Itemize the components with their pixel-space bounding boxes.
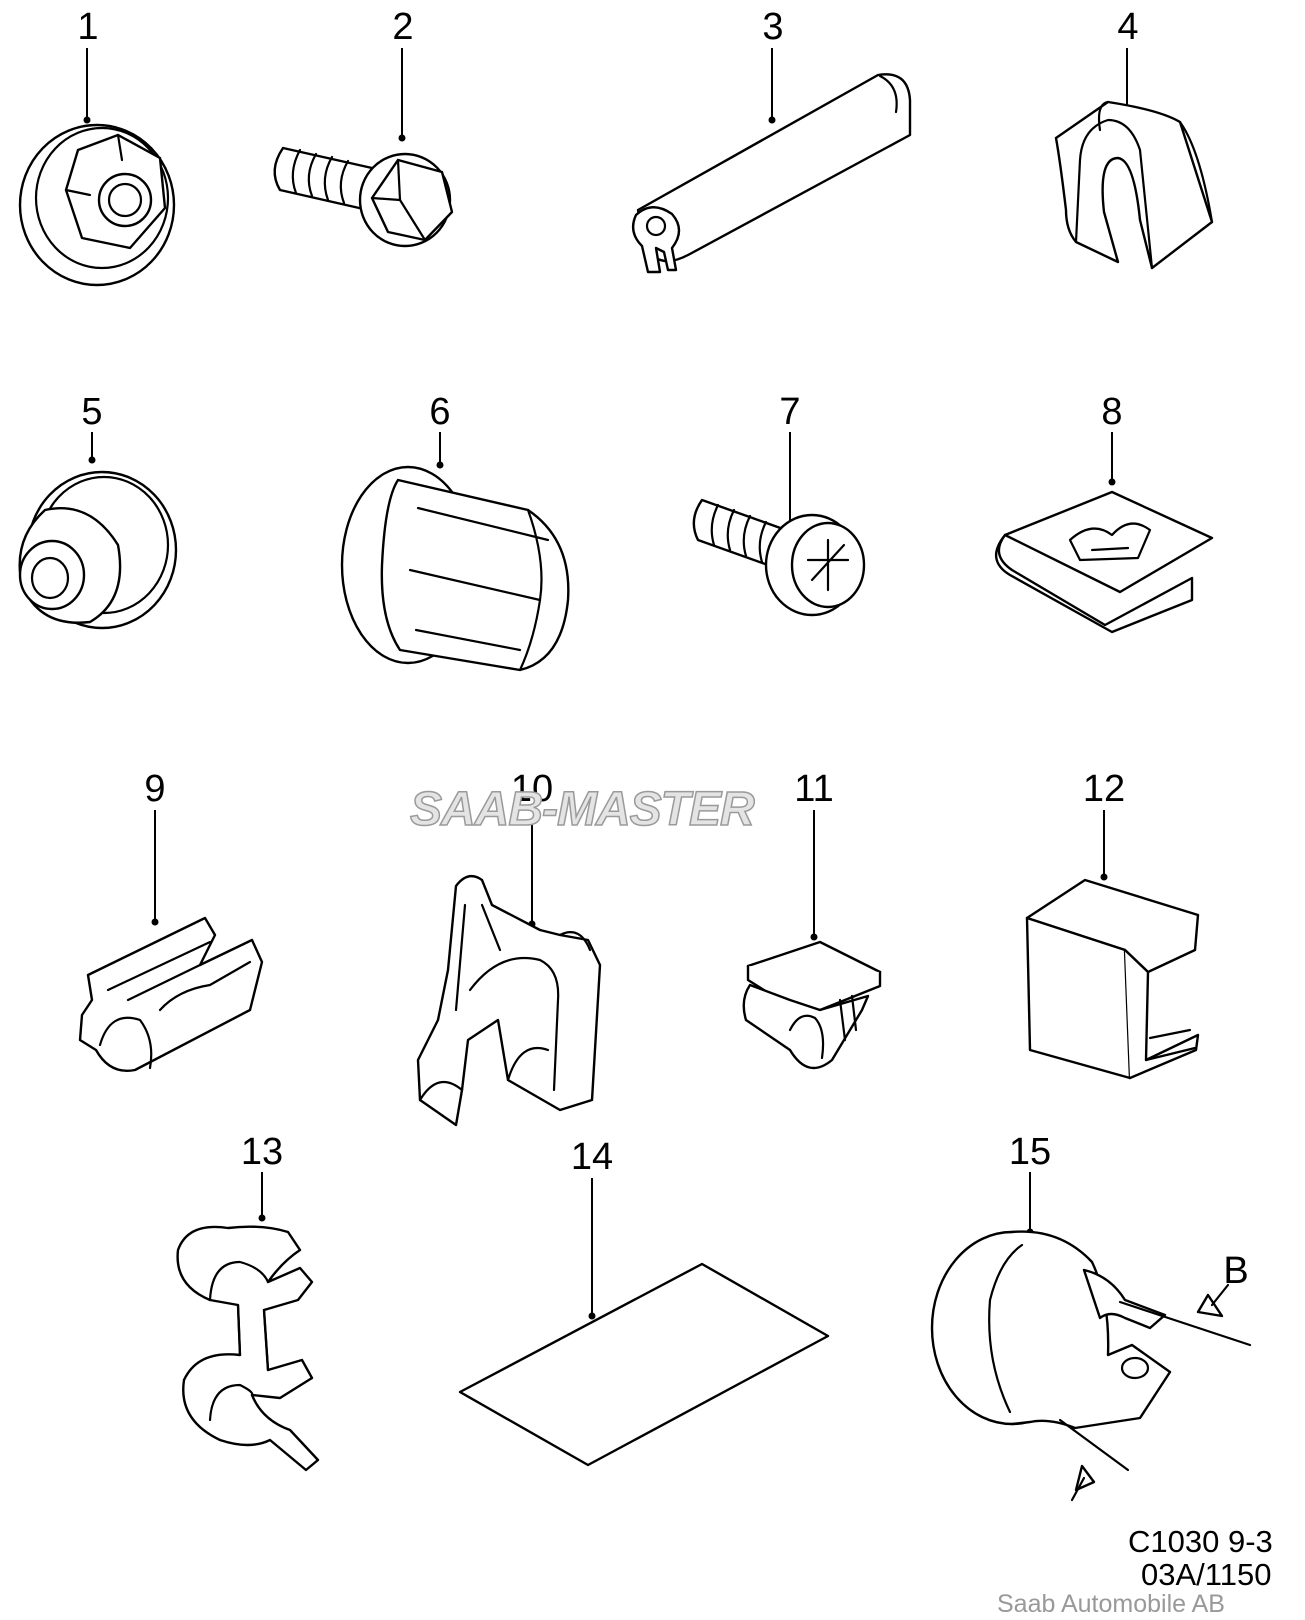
part-12-u-bracket [1025,810,1200,1080]
callout-13: 13 [240,1131,284,1173]
callout-5: 5 [81,391,103,433]
part-15-hose-clamp [930,1172,1252,1502]
callout-14: 14 [570,1136,614,1178]
part-6-hex-cap [340,432,570,672]
part-3-edge-trim [631,48,912,274]
part-10-double-clip [416,822,602,1127]
part-11-retaining-clip [742,810,882,1070]
part-5-cap-nut [18,432,178,630]
part-8-speed-nut [995,432,1214,634]
reference-code: C1030 9-3 [1128,1524,1273,1559]
callout-15: 15 [1008,1131,1052,1173]
copyright: Saab Automobile AB [997,1590,1225,1618]
callout-10: 10 [510,768,554,810]
part-2-hex-bolt [273,48,454,248]
callout-11: 11 [794,768,834,810]
callout-1: 1 [77,6,99,48]
part-13-double-pipe-clip [176,1172,320,1472]
part-1-flange-nut [18,48,176,287]
callout-12: 12 [1082,768,1126,810]
part-9-push-clip [78,810,264,1072]
part-14-pad [458,1178,830,1467]
watermark: SAAB-MASTER [409,782,755,837]
callout-6: 6 [429,391,451,433]
callout-4: 4 [1117,6,1139,48]
callout-3: 3 [762,6,784,48]
callout-8: 8 [1101,391,1123,433]
callout-7: 7 [779,391,801,433]
callout-2: 2 [392,6,414,48]
reference-date: 03A/1150 [1141,1557,1272,1592]
part-7-phillips-screw [692,432,866,617]
callout-b: B [1223,1250,1249,1292]
part-4-spring-clip [1054,48,1214,270]
callout-9: 9 [144,768,166,810]
